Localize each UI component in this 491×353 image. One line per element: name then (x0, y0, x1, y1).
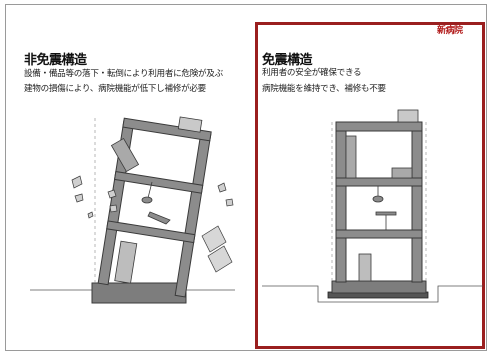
left-lamp (141, 196, 153, 204)
left-floor-slab-3 (114, 170, 204, 194)
new-hospital-highlight-border (255, 22, 485, 349)
non-seismic-isolation-title: 非免震構造 (24, 53, 87, 68)
right-roof-slab (335, 121, 423, 132)
left-debris (71, 175, 234, 273)
left-ground-locker (114, 240, 138, 284)
right-column-right (411, 121, 423, 283)
seismic-description-line-1: 利用者の安全が確保できる (262, 68, 362, 78)
non-seismic-description-line-2: 建物の損傷により、病院機能が低下し補修が必要 (24, 84, 206, 94)
left-tilted-frame (97, 117, 212, 298)
right-rooftop-unit (397, 109, 419, 123)
right-floor-slab-3 (335, 177, 423, 187)
right-cabinet (391, 167, 413, 179)
right-floor-slab-2 (335, 229, 423, 239)
left-lamp-cord (147, 181, 153, 199)
right-column-left (335, 121, 347, 283)
left-roof-slab (122, 117, 212, 142)
right-ground-pit (262, 285, 483, 303)
seismic-description-line-2: 病院機能を維持でき、補修も不要 (262, 84, 386, 94)
left-falling-shelf (110, 137, 140, 173)
left-rooftop-unit (177, 116, 203, 133)
left-floor-slab-2 (106, 220, 196, 244)
right-ground-locker (358, 253, 372, 282)
right-foundation (331, 280, 427, 294)
right-table (375, 211, 397, 230)
left-fallen-table (147, 211, 171, 225)
seismic-isolation-title: 免震構造 (262, 53, 313, 68)
new-hospital-badge: 新病院 (437, 26, 463, 36)
right-lamp (372, 195, 384, 203)
non-seismic-description-line-1: 設備・備品等の落下・転倒により利用者に危険が及ぶ (24, 69, 223, 79)
right-upright-shelf (345, 135, 357, 179)
